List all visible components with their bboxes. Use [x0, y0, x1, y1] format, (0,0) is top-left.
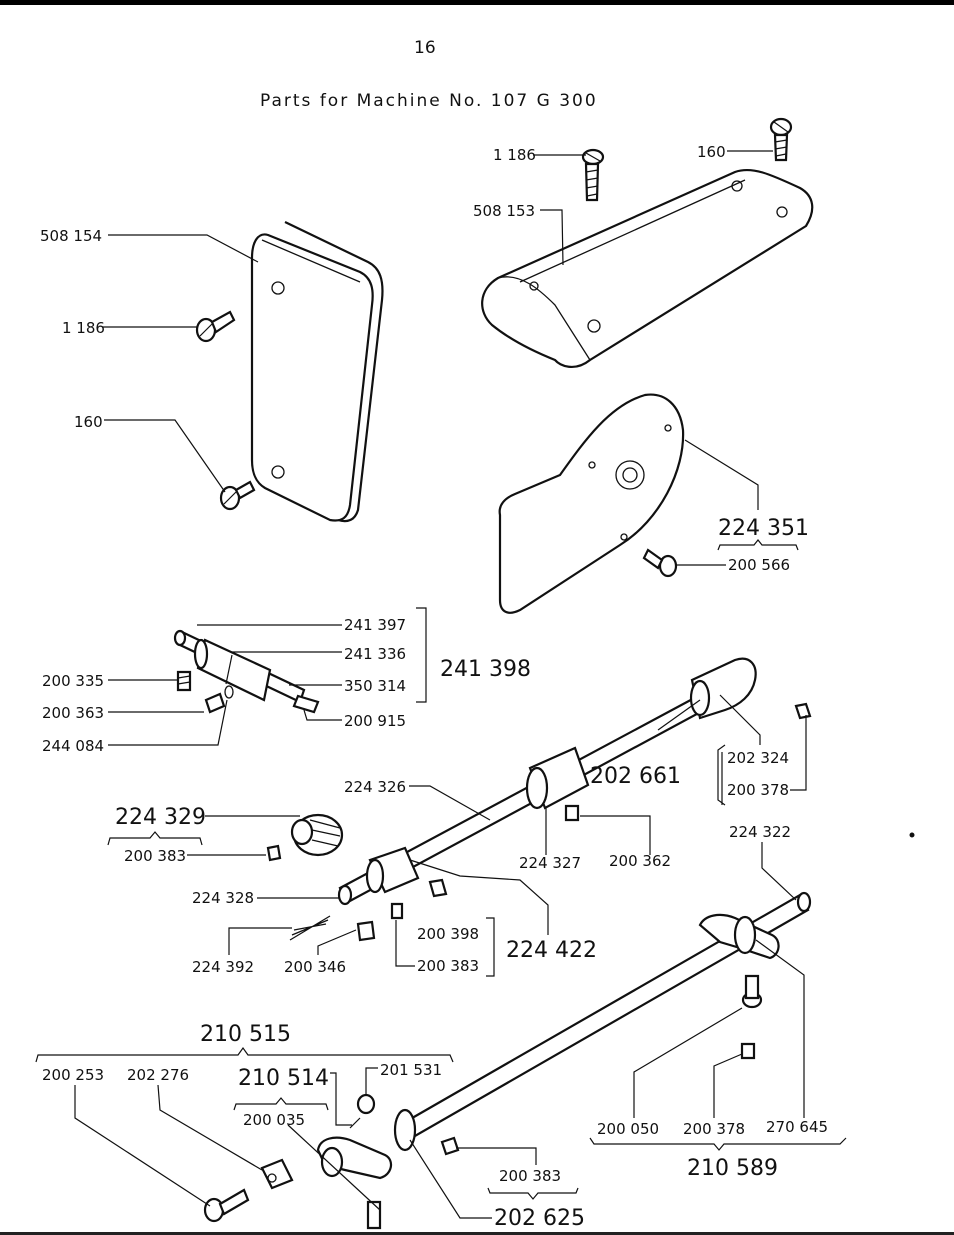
label-224422: 224 422	[506, 938, 597, 963]
top-border	[0, 0, 954, 5]
shaft-assembly-241398	[173, 629, 320, 714]
label-202276: 202 276	[127, 1066, 189, 1084]
label-200566: 200 566	[728, 556, 790, 574]
main-shaft-224326	[337, 657, 757, 906]
nut-201531	[356, 1093, 376, 1115]
lower-shaft-210589	[316, 891, 812, 1180]
label-200398: 200 398	[417, 925, 479, 943]
label-200378-b: 200 378	[683, 1120, 745, 1138]
screw-200378-a	[794, 702, 812, 720]
face-cover-508154	[250, 221, 384, 523]
screw-1186-top	[581, 148, 605, 202]
screw-1186-left	[195, 310, 236, 343]
label-202324: 202 324	[727, 749, 789, 767]
screw-200383-c	[440, 1136, 460, 1156]
label-202625: 202 625	[494, 1206, 585, 1231]
label-200050: 200 050	[597, 1120, 659, 1138]
label-160-top: 160	[697, 143, 726, 161]
label-202661: 202 661	[590, 764, 681, 789]
label-241398: 241 398	[440, 657, 531, 682]
block-202276	[260, 1158, 294, 1190]
label-200383-b: 200 383	[417, 957, 479, 975]
label-224328: 224 328	[192, 889, 254, 907]
screw-200362	[564, 804, 580, 822]
label-200253: 200 253	[42, 1066, 104, 1084]
label-160-left: 160	[74, 413, 103, 431]
label-200362: 200 362	[609, 852, 671, 870]
screw-160-top	[769, 117, 793, 162]
screw-200253	[203, 1188, 250, 1223]
label-241336: 241 336	[344, 645, 406, 663]
screw-200566	[642, 548, 678, 578]
label-1186-left: 1 186	[62, 319, 105, 337]
label-244084: 244 084	[42, 737, 104, 755]
label-200378-a: 200 378	[727, 781, 789, 799]
label-1186-top: 1 186	[493, 146, 536, 164]
screw-200335	[176, 670, 192, 692]
label-200035: 200 035	[243, 1111, 305, 1129]
spring-224392	[289, 915, 331, 941]
brace-marks	[35, 539, 847, 1200]
screw-200035	[366, 1200, 382, 1230]
screw-200050	[741, 974, 763, 1009]
label-200383-a: 200 383	[124, 847, 186, 865]
cover-plate-508153	[481, 168, 814, 368]
leader-lines	[74, 150, 807, 1219]
screw-200378-b	[740, 1042, 756, 1060]
label-224329: 224 329	[115, 805, 206, 830]
gear-224329	[290, 813, 344, 857]
label-210515: 210 515	[200, 1022, 291, 1047]
label-210589: 210 589	[687, 1156, 778, 1181]
label-224322: 224 322	[729, 823, 791, 841]
label-508153: 508 153	[473, 202, 535, 220]
plate-224351	[498, 393, 685, 614]
screw-160-left	[219, 480, 256, 511]
page-number: 16	[414, 38, 436, 58]
label-200915: 200 915	[344, 712, 406, 730]
label-201531: 201 531	[380, 1061, 442, 1079]
label-241397: 241 397	[344, 616, 406, 634]
ring-244084	[224, 685, 234, 699]
label-200383-c: 200 383	[499, 1167, 561, 1185]
screw-200363	[204, 692, 226, 714]
bottom-border	[0, 1232, 954, 1235]
label-200335: 200 335	[42, 672, 104, 690]
label-224351: 224 351	[718, 516, 809, 541]
label-350314: 350 314	[344, 677, 406, 695]
label-200363: 200 363	[42, 704, 104, 722]
label-508154: 508 154	[40, 227, 102, 245]
label-210514: 210 514	[238, 1066, 329, 1091]
label-224327: 224 327	[519, 854, 581, 872]
label-270645: 270 645	[766, 1118, 828, 1136]
screws-224422	[356, 878, 448, 942]
label-224326: 224 326	[344, 778, 406, 796]
page-title: Parts for Machine No. 107 G 300	[260, 91, 598, 111]
screw-200383-a	[266, 844, 282, 862]
label-224392: 224 392	[192, 958, 254, 976]
stray-mark	[909, 832, 915, 838]
label-200346: 200 346	[284, 958, 346, 976]
